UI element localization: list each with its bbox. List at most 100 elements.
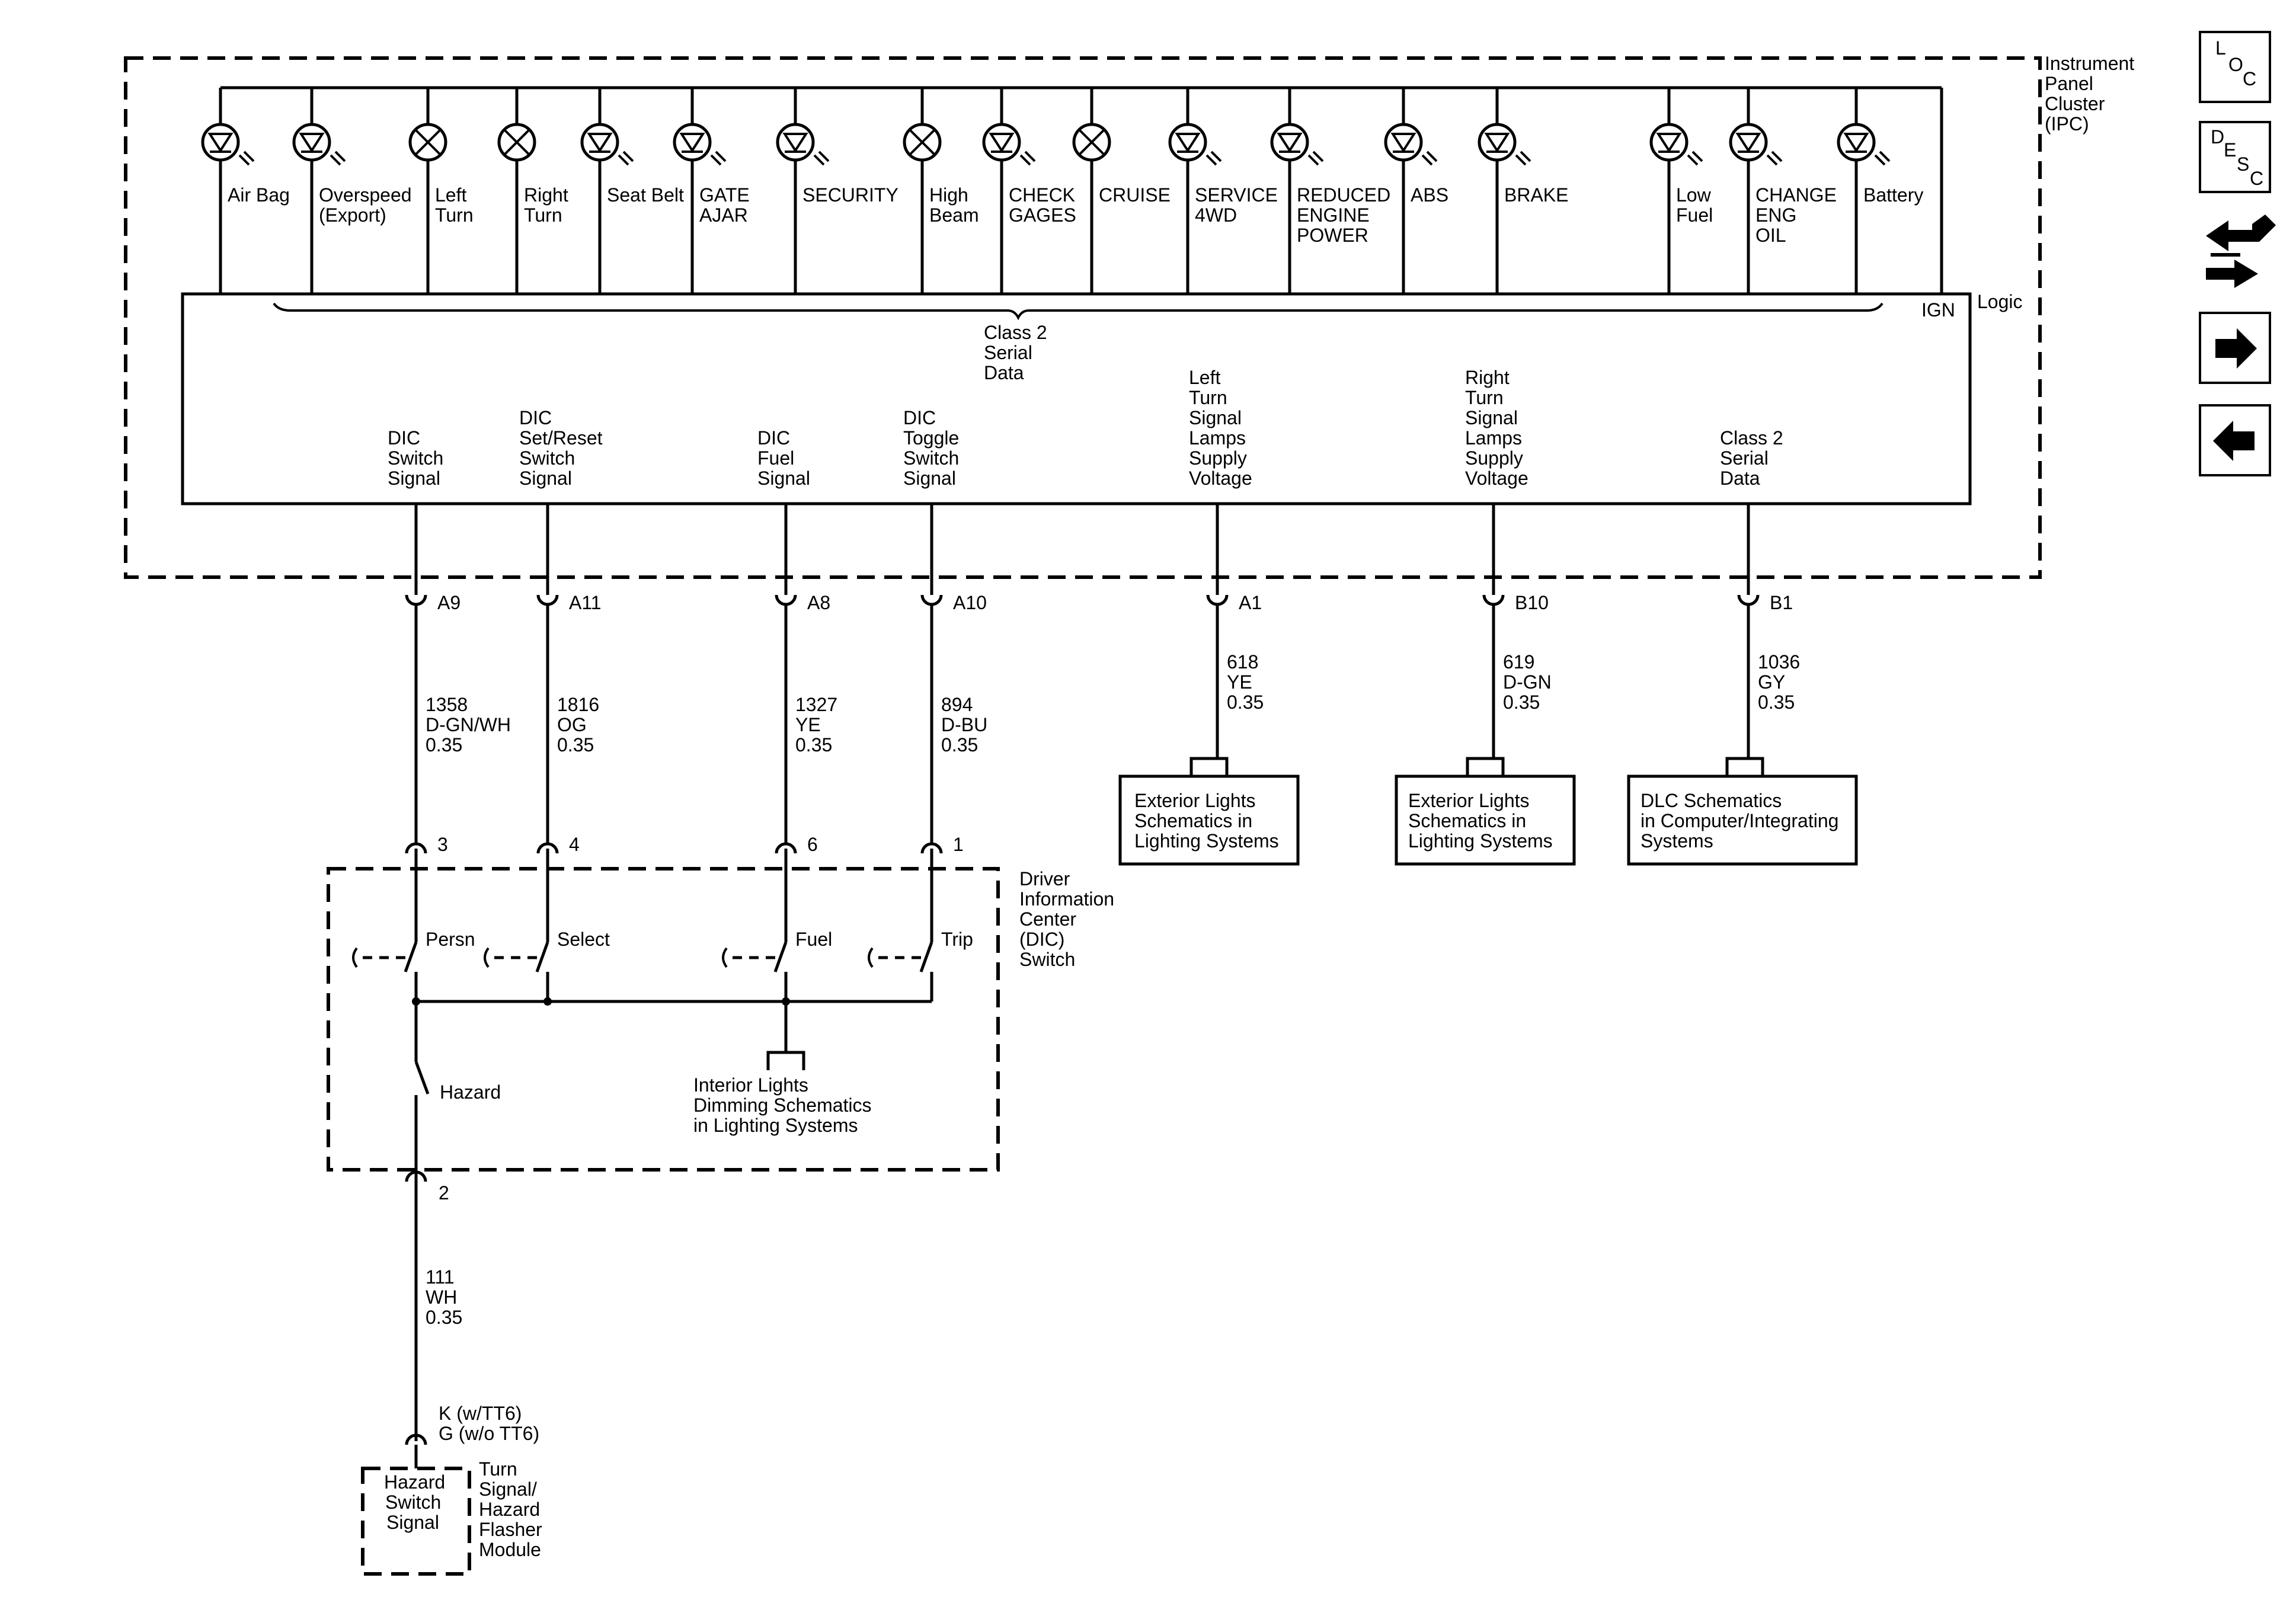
- svg-text:Lighting Systems: Lighting Systems: [1134, 830, 1279, 852]
- pin-label: A1: [1239, 592, 1262, 613]
- svg-text:Hazard: Hazard: [384, 1471, 445, 1493]
- reference-dlc: DLC Schematics in Computer/Integrating S…: [1627, 757, 1858, 866]
- svg-text:C: C: [2250, 168, 2263, 189]
- wire-label: 618: [1227, 651, 1258, 673]
- wire-label: D-GN/WH: [426, 714, 511, 735]
- signal-label: Serial: [1720, 447, 1769, 469]
- indicator-label: Right: [524, 184, 568, 206]
- svg-text:Instrument: Instrument: [2045, 53, 2134, 74]
- signal-label: Signal: [519, 468, 572, 489]
- connector-end-view-icon[interactable]: [2206, 215, 2276, 288]
- svg-text:Systems: Systems: [1641, 830, 1713, 852]
- signal-label: Lamps: [1189, 427, 1246, 449]
- svg-text:Schematics in: Schematics in: [1134, 810, 1252, 831]
- indicator-label: Air Bag: [228, 184, 290, 206]
- signal-label: DIC: [757, 427, 790, 449]
- signal-A1: LeftTurnSignalLampsSupplyVoltageA1618YE0…: [1189, 367, 1264, 759]
- indicator-12: ABS: [1384, 88, 1448, 294]
- description-button[interactable]: D E S C: [2199, 121, 2271, 193]
- reference-left-exterior: Exterior Lights Schematics in Lighting S…: [1118, 757, 1300, 866]
- pin-label: A10: [953, 592, 987, 613]
- indicator-label: Turn: [524, 204, 562, 226]
- signal-label: Set/Reset: [519, 427, 603, 449]
- wire-label: D-GN: [1503, 671, 1552, 693]
- signal-label: Fuel: [757, 447, 794, 469]
- location-button[interactable]: L O C: [2199, 31, 2271, 103]
- svg-text:C: C: [2243, 68, 2256, 89]
- signal-label: Signal: [757, 468, 810, 489]
- svg-text:2: 2: [439, 1182, 449, 1204]
- wire-label: 0.35: [795, 734, 832, 756]
- indicator-13: BRAKE: [1478, 88, 1568, 294]
- wire-label: GY: [1758, 671, 1785, 693]
- indicator-label: (Export): [319, 204, 386, 226]
- svg-text:K (w/TT6): K (w/TT6): [439, 1403, 522, 1424]
- svg-text:Driver: Driver: [1019, 868, 1070, 889]
- dic-enclosure: [327, 867, 1000, 1172]
- wire-label: D-BU: [941, 714, 987, 735]
- wire-label: 0.35: [426, 734, 462, 756]
- pin-label: 4: [569, 834, 580, 855]
- svg-text:Hazard: Hazard: [479, 1499, 540, 1520]
- svg-text:Exterior Lights: Exterior Lights: [1408, 790, 1530, 811]
- wire-label: 1036: [1758, 651, 1800, 673]
- pin-label: A11: [569, 592, 602, 613]
- svg-text:(DIC): (DIC): [1019, 929, 1064, 950]
- signal-label: Signal: [1465, 407, 1518, 428]
- svg-text:WH: WH: [426, 1286, 457, 1308]
- indicator-6: SECURITY: [776, 88, 898, 294]
- indicator-label: Fuel: [1676, 204, 1713, 226]
- next-page-button[interactable]: [2199, 312, 2271, 384]
- flasher-connector: K (w/TT6) G (w/o TT6): [405, 1403, 539, 1468]
- indicator-label: 4WD: [1195, 204, 1237, 226]
- svg-text:111: 111: [426, 1266, 455, 1288]
- signal-label: Signal: [1189, 407, 1242, 428]
- signal-label: Supply: [1465, 447, 1523, 469]
- svg-text:D: D: [2211, 126, 2224, 148]
- svg-text:L: L: [2215, 37, 2226, 59]
- wire-label: 0.35: [1758, 692, 1795, 713]
- signal-label: Data: [1720, 468, 1760, 489]
- indicator-4: Seat Belt: [580, 88, 684, 294]
- svg-text:Hazard: Hazard: [440, 1081, 501, 1103]
- indicator-label: ENGINE: [1297, 204, 1370, 226]
- wire-label: 619: [1503, 651, 1534, 673]
- signal-label: Lamps: [1465, 427, 1522, 449]
- indicator-label: CHECK: [1009, 184, 1075, 206]
- switch-label: Select: [557, 929, 610, 950]
- serial-data-label: Class 2 Serial Data: [984, 322, 1047, 383]
- signal-label: DIC: [903, 407, 936, 428]
- logic-module: [181, 292, 1972, 505]
- switch-label: Trip: [941, 929, 973, 950]
- svg-text:Signal/: Signal/: [479, 1478, 537, 1500]
- svg-text:Class 2: Class 2: [984, 322, 1047, 343]
- serial-brace: [273, 302, 1884, 321]
- svg-text:Interior Lights: Interior Lights: [693, 1074, 808, 1096]
- wire-label: 0.35: [557, 734, 594, 756]
- svg-text:Switch: Switch: [1019, 949, 1075, 970]
- pin-label: B1: [1770, 592, 1793, 613]
- indicator-label: CRUISE: [1099, 184, 1171, 206]
- indicator-label: ENG: [1755, 204, 1796, 226]
- signal-label: DIC: [388, 427, 420, 449]
- flasher-enclosure: [361, 1467, 471, 1576]
- indicator-16: Battery: [1837, 88, 1923, 294]
- indicator-label: POWER: [1297, 225, 1368, 246]
- svg-text:Schematics in: Schematics in: [1408, 810, 1526, 831]
- previous-page-button[interactable]: [2199, 404, 2271, 476]
